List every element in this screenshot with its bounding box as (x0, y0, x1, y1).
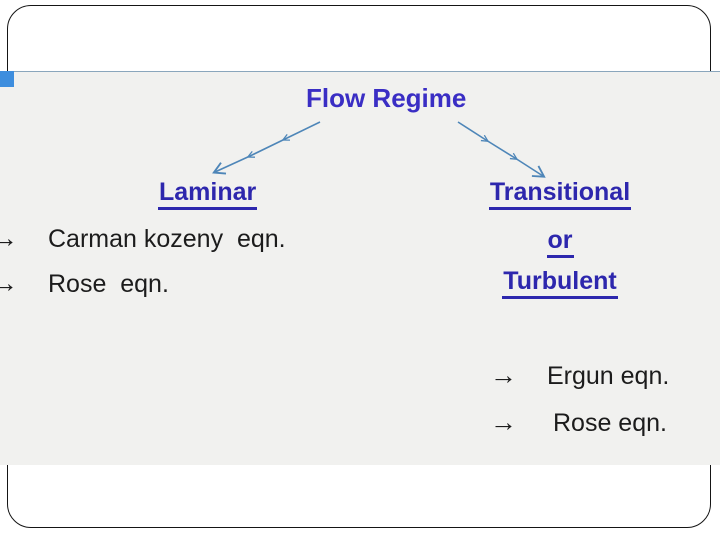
content-panel (0, 71, 720, 465)
arrow-bullet-icon: → (490, 407, 517, 437)
left-branch-label: Laminar (158, 179, 258, 210)
arrow-bullet-icon: → (0, 223, 18, 253)
diagram-root-label: Flow Regime (306, 83, 467, 113)
equation-item-rose-laminar: → Rose eqn. (0, 268, 169, 342)
arrow-bullet-icon: → (0, 268, 18, 298)
right-branch-label-line3: Turbulent (480, 268, 640, 299)
equation-text: Ergun eqn. (547, 362, 670, 390)
arrow-bullet-icon: → (490, 360, 517, 390)
right-branch-label-line1: Transitional (480, 179, 640, 210)
equation-item-carman-kozeny: → Carman kozeny eqn. (0, 223, 286, 297)
left-branch-label-text: Laminar (158, 179, 258, 210)
equation-text: Carman kozeny eqn. (48, 225, 286, 253)
equation-item-rose-turbulent: → Rose eqn. (490, 407, 667, 481)
equation-text: Rose eqn. (553, 409, 667, 437)
equation-text: Rose eqn. (48, 270, 169, 298)
equation-item-ergun: → Ergun eqn. (490, 360, 669, 434)
accent-square (0, 71, 14, 87)
right-branch-label-line2: or (480, 227, 640, 258)
